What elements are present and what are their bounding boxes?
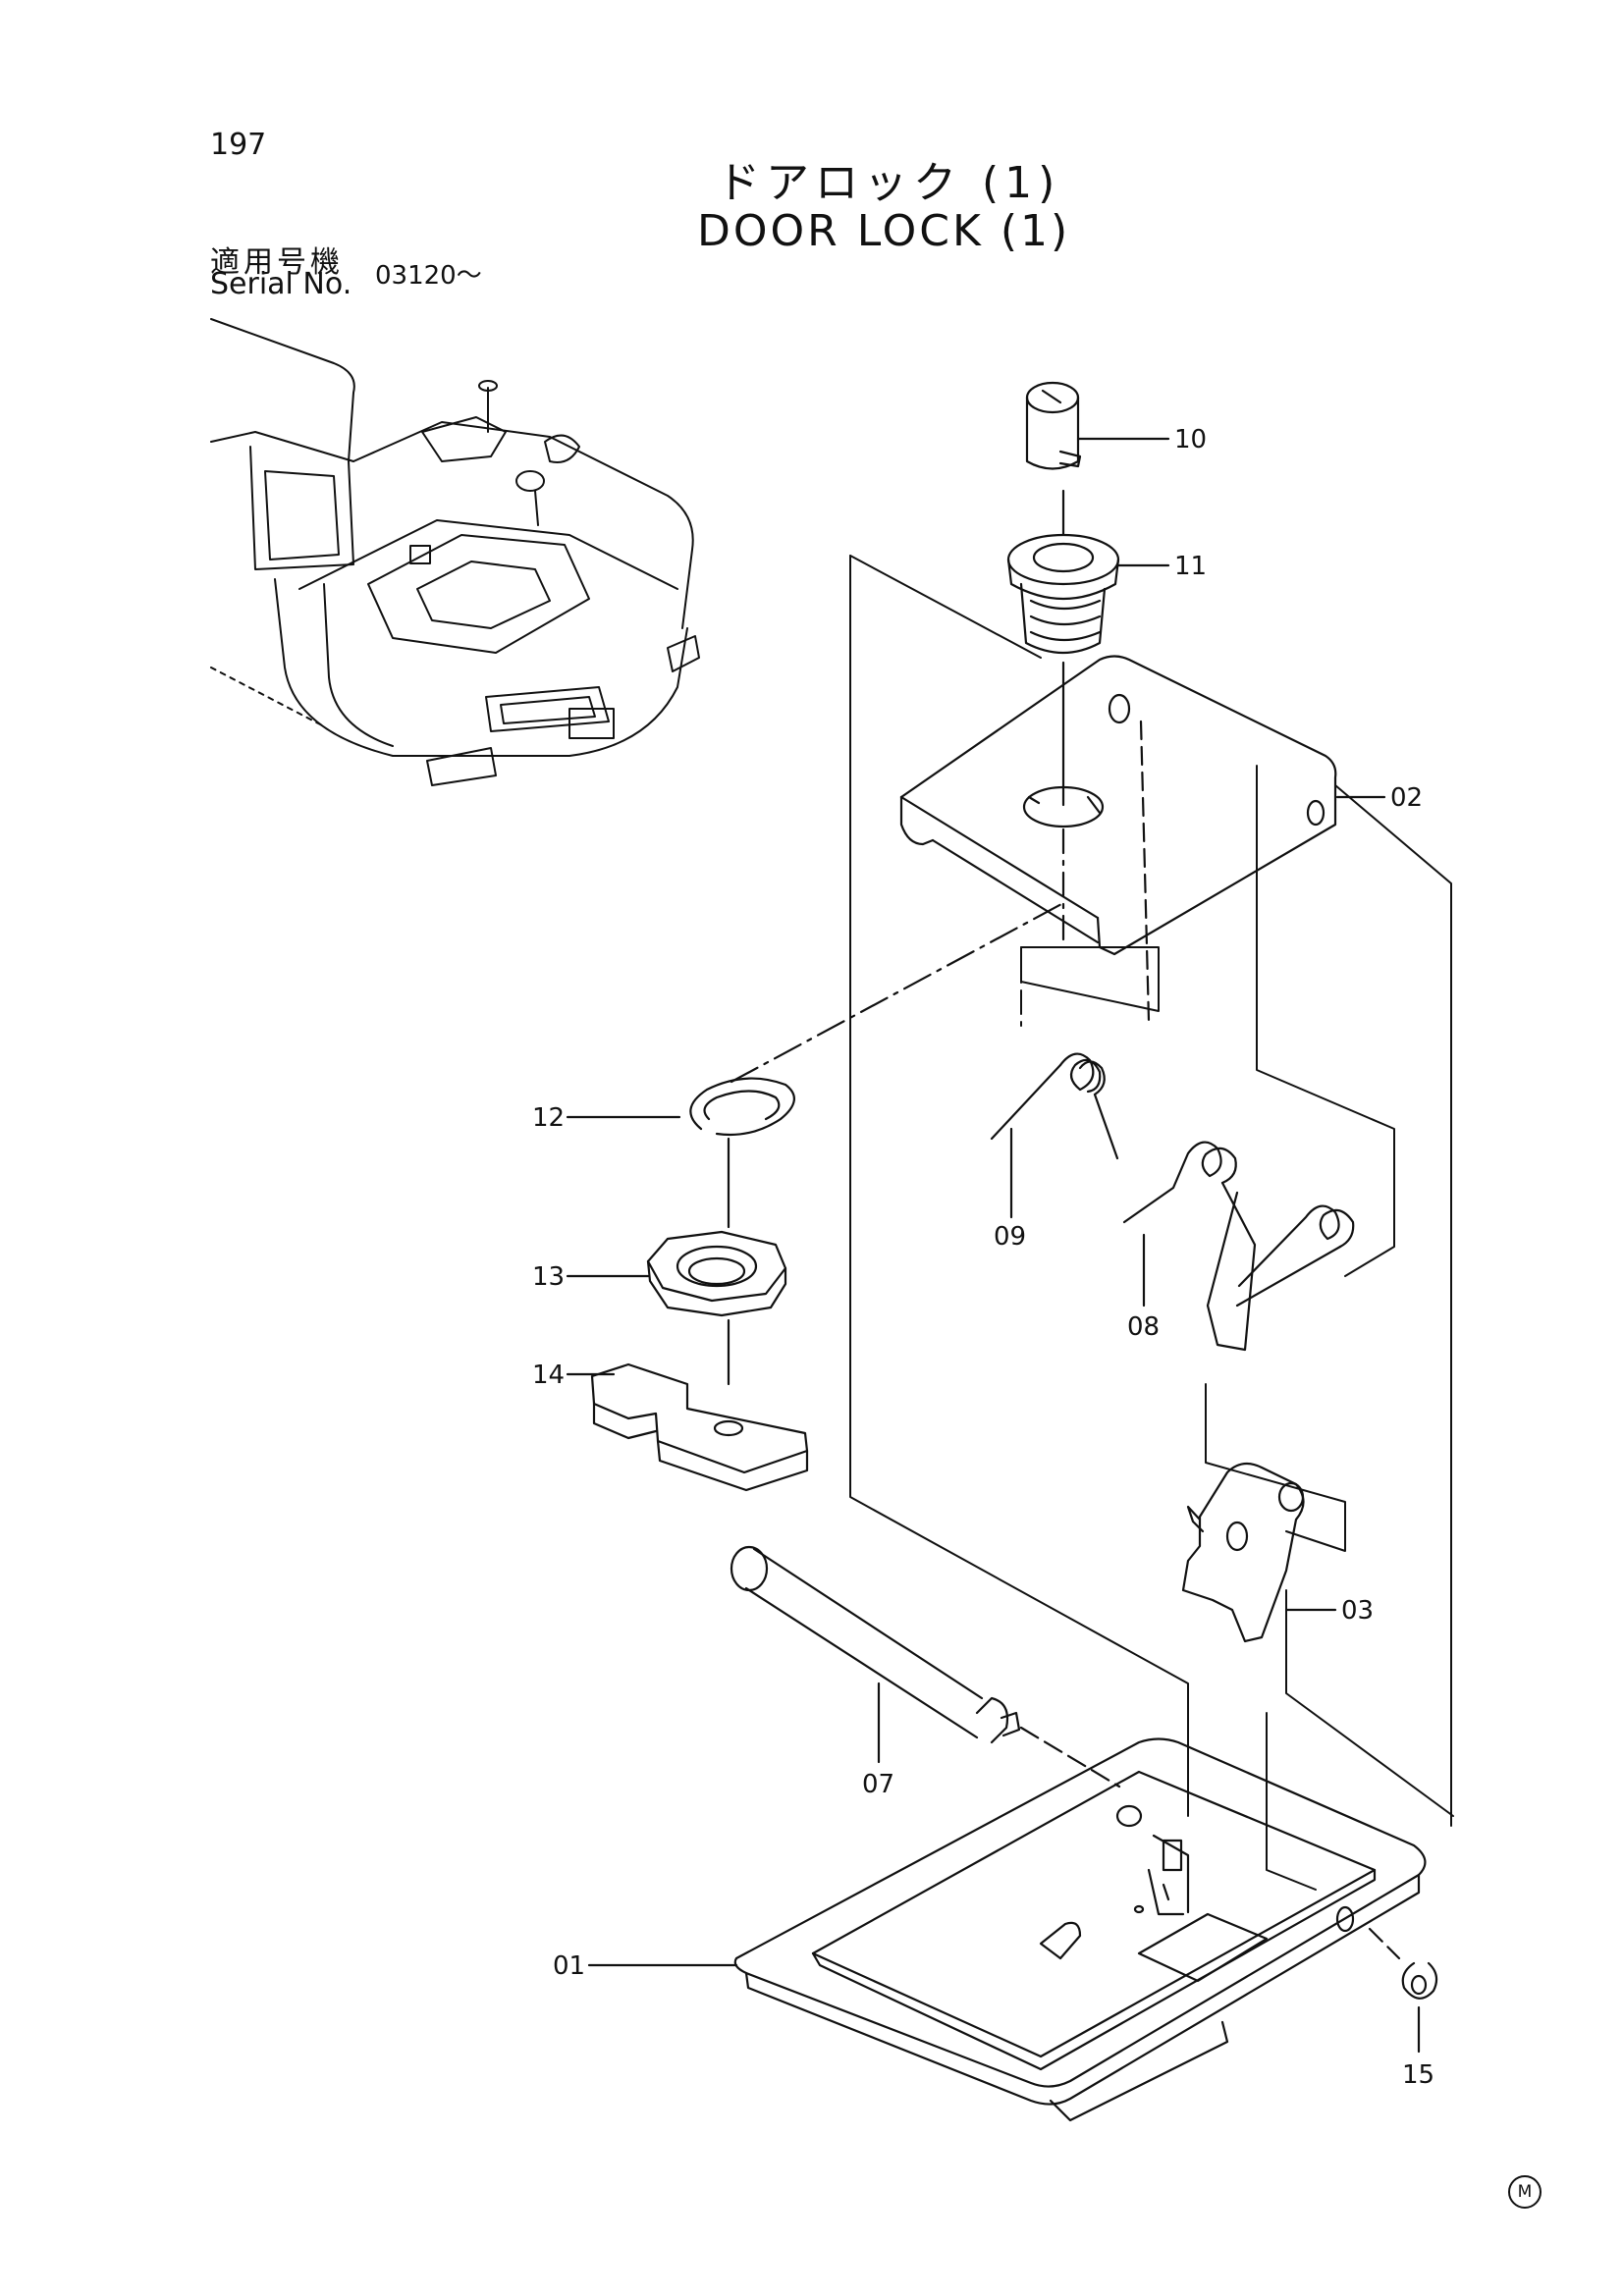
diagram-title-jp: ドアロック (1)	[717, 158, 1061, 208]
part-10-key-cylinder	[1025, 381, 1170, 470]
callout-11: 11	[1174, 552, 1207, 581]
part-13-hex-nut	[566, 1137, 787, 1386]
part-03-lever	[1181, 1462, 1337, 1643]
part-09-spring	[990, 1052, 1119, 1219]
serial-label-en: Serial No.	[210, 267, 352, 301]
part-15-e-ring	[1368, 1927, 1438, 2054]
assembly-phantom-lines	[849, 555, 1454, 1891]
callout-08: 08	[1127, 1312, 1160, 1342]
callout-10: 10	[1174, 425, 1207, 454]
part-spring-right	[1235, 1204, 1355, 1308]
part-02-cover-bracket	[899, 655, 1386, 1023]
part-08-spring	[1122, 1141, 1257, 1352]
serial-value: 03120～	[375, 261, 482, 291]
callouts: 10 11 02 12 09 13 08 14 03 07 01 15	[532, 425, 1434, 2090]
serial-label-jp: 適用号機	[210, 245, 344, 280]
part-11-lock-housing	[1006, 489, 1170, 807]
part-01-base-plate	[587, 1737, 1427, 2122]
part-14-plate	[566, 1362, 809, 1492]
callout-01: 01	[553, 1951, 585, 1981]
callout-09: 09	[994, 1222, 1026, 1252]
page-number: 197	[210, 128, 267, 162]
part-07-pin	[730, 1545, 1121, 1789]
callout-02: 02	[1390, 783, 1423, 813]
machine-locator-sketch	[210, 318, 700, 786]
callout-03: 03	[1341, 1596, 1374, 1626]
circled-m-mark: M	[1508, 2175, 1542, 2209]
callout-13: 13	[532, 1262, 565, 1292]
callout-07: 07	[862, 1770, 894, 1799]
callout-15: 15	[1402, 2060, 1434, 2090]
callout-12: 12	[532, 1103, 565, 1133]
part-12-snap-ring	[566, 901, 1065, 1137]
callout-14: 14	[532, 1361, 565, 1390]
diagram-title-en: DOOR LOCK (1)	[697, 206, 1071, 256]
